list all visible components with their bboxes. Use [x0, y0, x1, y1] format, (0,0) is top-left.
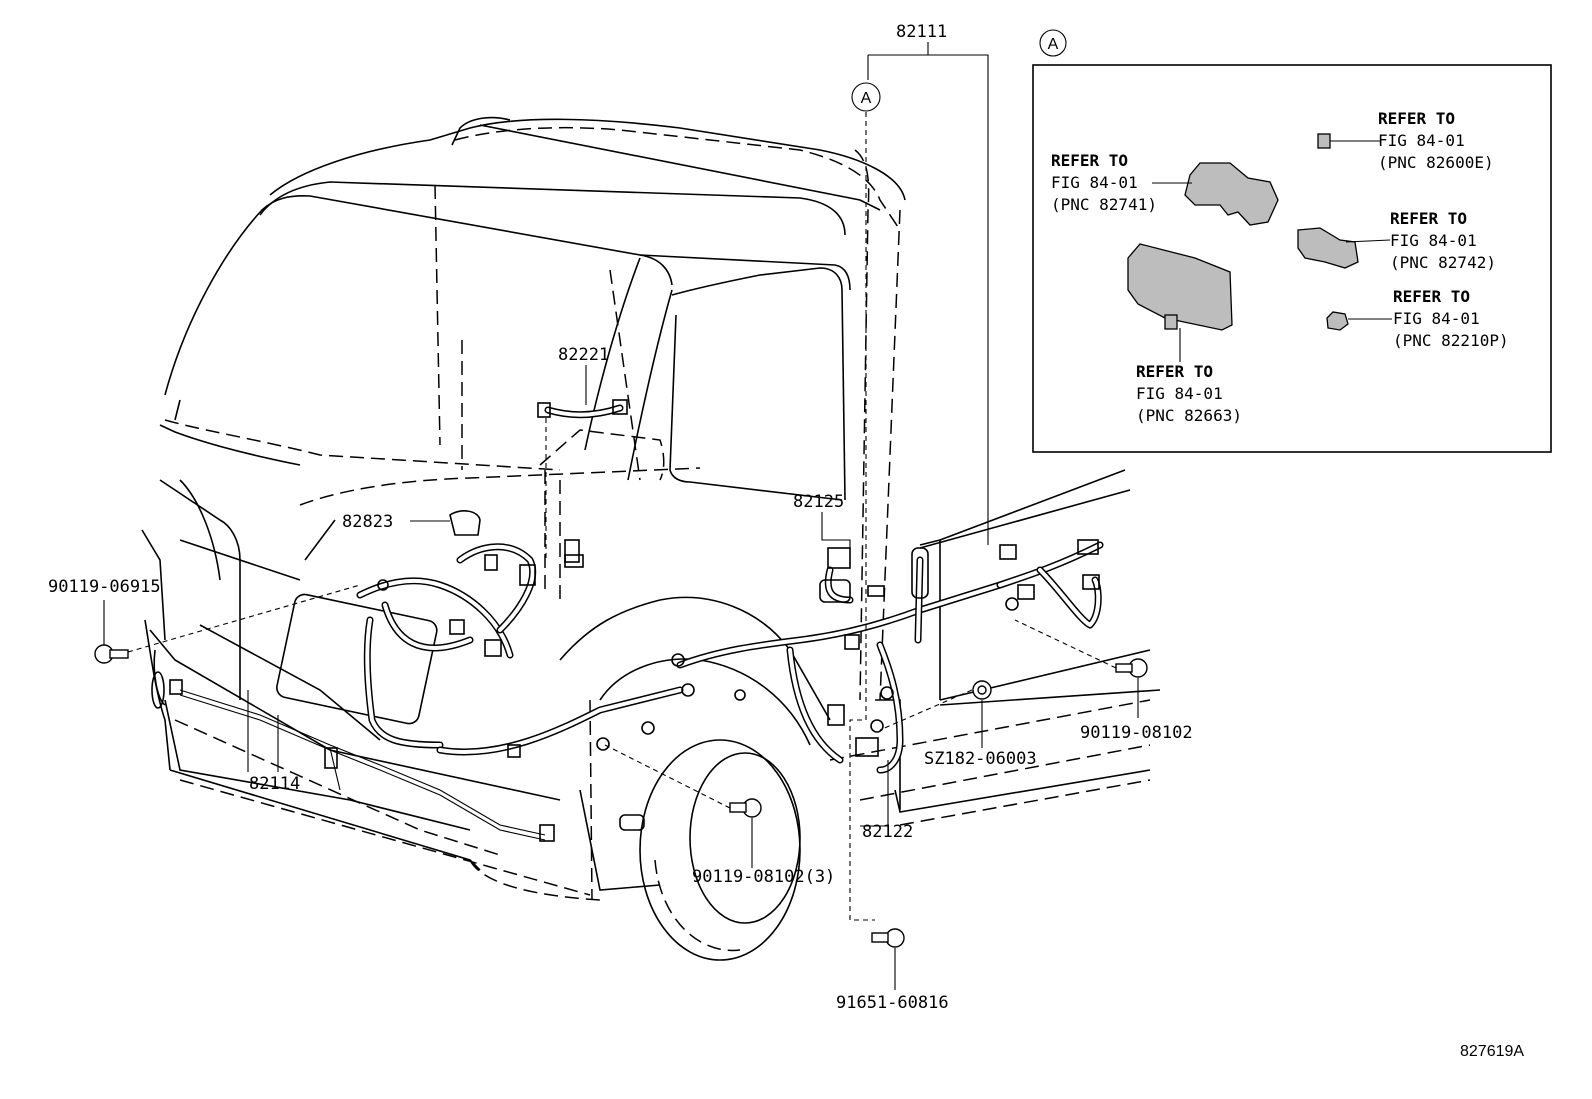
- part-82600e-icon: [1317, 133, 1331, 149]
- fasteners: [94, 644, 1148, 948]
- callout-marker-a: A: [851, 82, 881, 112]
- bolt-icon: [729, 798, 762, 818]
- part-number-82125: 82125: [793, 492, 844, 512]
- svg-text:REFER TO: REFER TO: [1378, 109, 1455, 128]
- svg-text:REFER TO: REFER TO: [1390, 209, 1467, 228]
- part-82663-icon: [1127, 243, 1233, 331]
- part-82741-icon: [1184, 162, 1279, 226]
- part-number-82221: 82221: [558, 345, 609, 365]
- svg-text:(PNC 82210P): (PNC 82210P): [1393, 331, 1509, 350]
- grommet-icon: [972, 680, 992, 700]
- svg-text:FIG 84-01: FIG 84-01: [1051, 173, 1138, 192]
- ref-82741: REFER TO FIG 84-01 (PNC 82741): [1051, 151, 1157, 214]
- svg-text:(PNC 82663): (PNC 82663): [1136, 406, 1242, 425]
- svg-text:(PNC 82741): (PNC 82741): [1051, 195, 1157, 214]
- part-82210p-icon: [1326, 311, 1349, 331]
- part-82742-icon: [1297, 227, 1359, 269]
- svg-text:FIG 84-01: FIG 84-01: [1136, 384, 1223, 403]
- ref-82600e: REFER TO FIG 84-01 (PNC 82600E): [1378, 109, 1494, 172]
- part-number-82823: 82823: [342, 512, 393, 532]
- leader-lines: [103, 42, 1139, 990]
- part-number-82111: 82111: [896, 22, 947, 42]
- wire-harness: [179, 404, 1104, 841]
- connector-82221-left: [537, 402, 551, 418]
- bolt-icon: [1115, 658, 1148, 678]
- svg-text:FIG 84-01: FIG 84-01: [1378, 131, 1465, 150]
- svg-text:FIG 84-01: FIG 84-01: [1390, 231, 1477, 250]
- svg-text:(PNC 82742): (PNC 82742): [1390, 253, 1496, 272]
- detail-a-inset: A REFER TO FIG 84-01 (PNC 82600E) REFER …: [1032, 29, 1552, 453]
- svg-text:FIG 84-01: FIG 84-01: [1393, 309, 1480, 328]
- part-number-90119-08102-qty3: 90119-08102(3): [692, 867, 835, 887]
- detail-letter: A: [1048, 36, 1059, 53]
- part-number-91651-60816: 91651-60816: [836, 993, 949, 1013]
- svg-text:REFER TO: REFER TO: [1136, 362, 1213, 381]
- truck-cab-outline: [141, 116, 1161, 961]
- connectors: [169, 399, 1100, 842]
- part-number-90119-08102: 90119-08102: [1080, 723, 1193, 743]
- figure-id: 827619A: [1460, 1043, 1524, 1060]
- ref-82210p: REFER TO FIG 84-01 (PNC 82210P): [1393, 287, 1509, 350]
- svg-text:A: A: [861, 90, 872, 107]
- bolt-icon: [94, 644, 129, 664]
- cap-82823: [449, 510, 481, 536]
- svg-text:REFER TO: REFER TO: [1051, 151, 1128, 170]
- ref-82742: REFER TO FIG 84-01 (PNC 82742): [1390, 209, 1496, 272]
- ref-82663: REFER TO FIG 84-01 (PNC 82663): [1136, 362, 1242, 425]
- part-number-90119-06915: 90119-06915: [48, 577, 161, 597]
- bolt-icon: [871, 928, 905, 948]
- svg-text:(PNC 82600E): (PNC 82600E): [1378, 153, 1494, 172]
- part-number-82114: 82114: [249, 774, 300, 794]
- part-labels: 82111 82221 82823 82125 82114 82122 9011…: [48, 22, 1193, 1013]
- connector-82221-right: [612, 399, 628, 415]
- part-number-82122: 82122: [862, 822, 913, 842]
- svg-text:REFER TO: REFER TO: [1393, 287, 1470, 306]
- part-number-sz182-06003: SZ182-06003: [924, 749, 1037, 769]
